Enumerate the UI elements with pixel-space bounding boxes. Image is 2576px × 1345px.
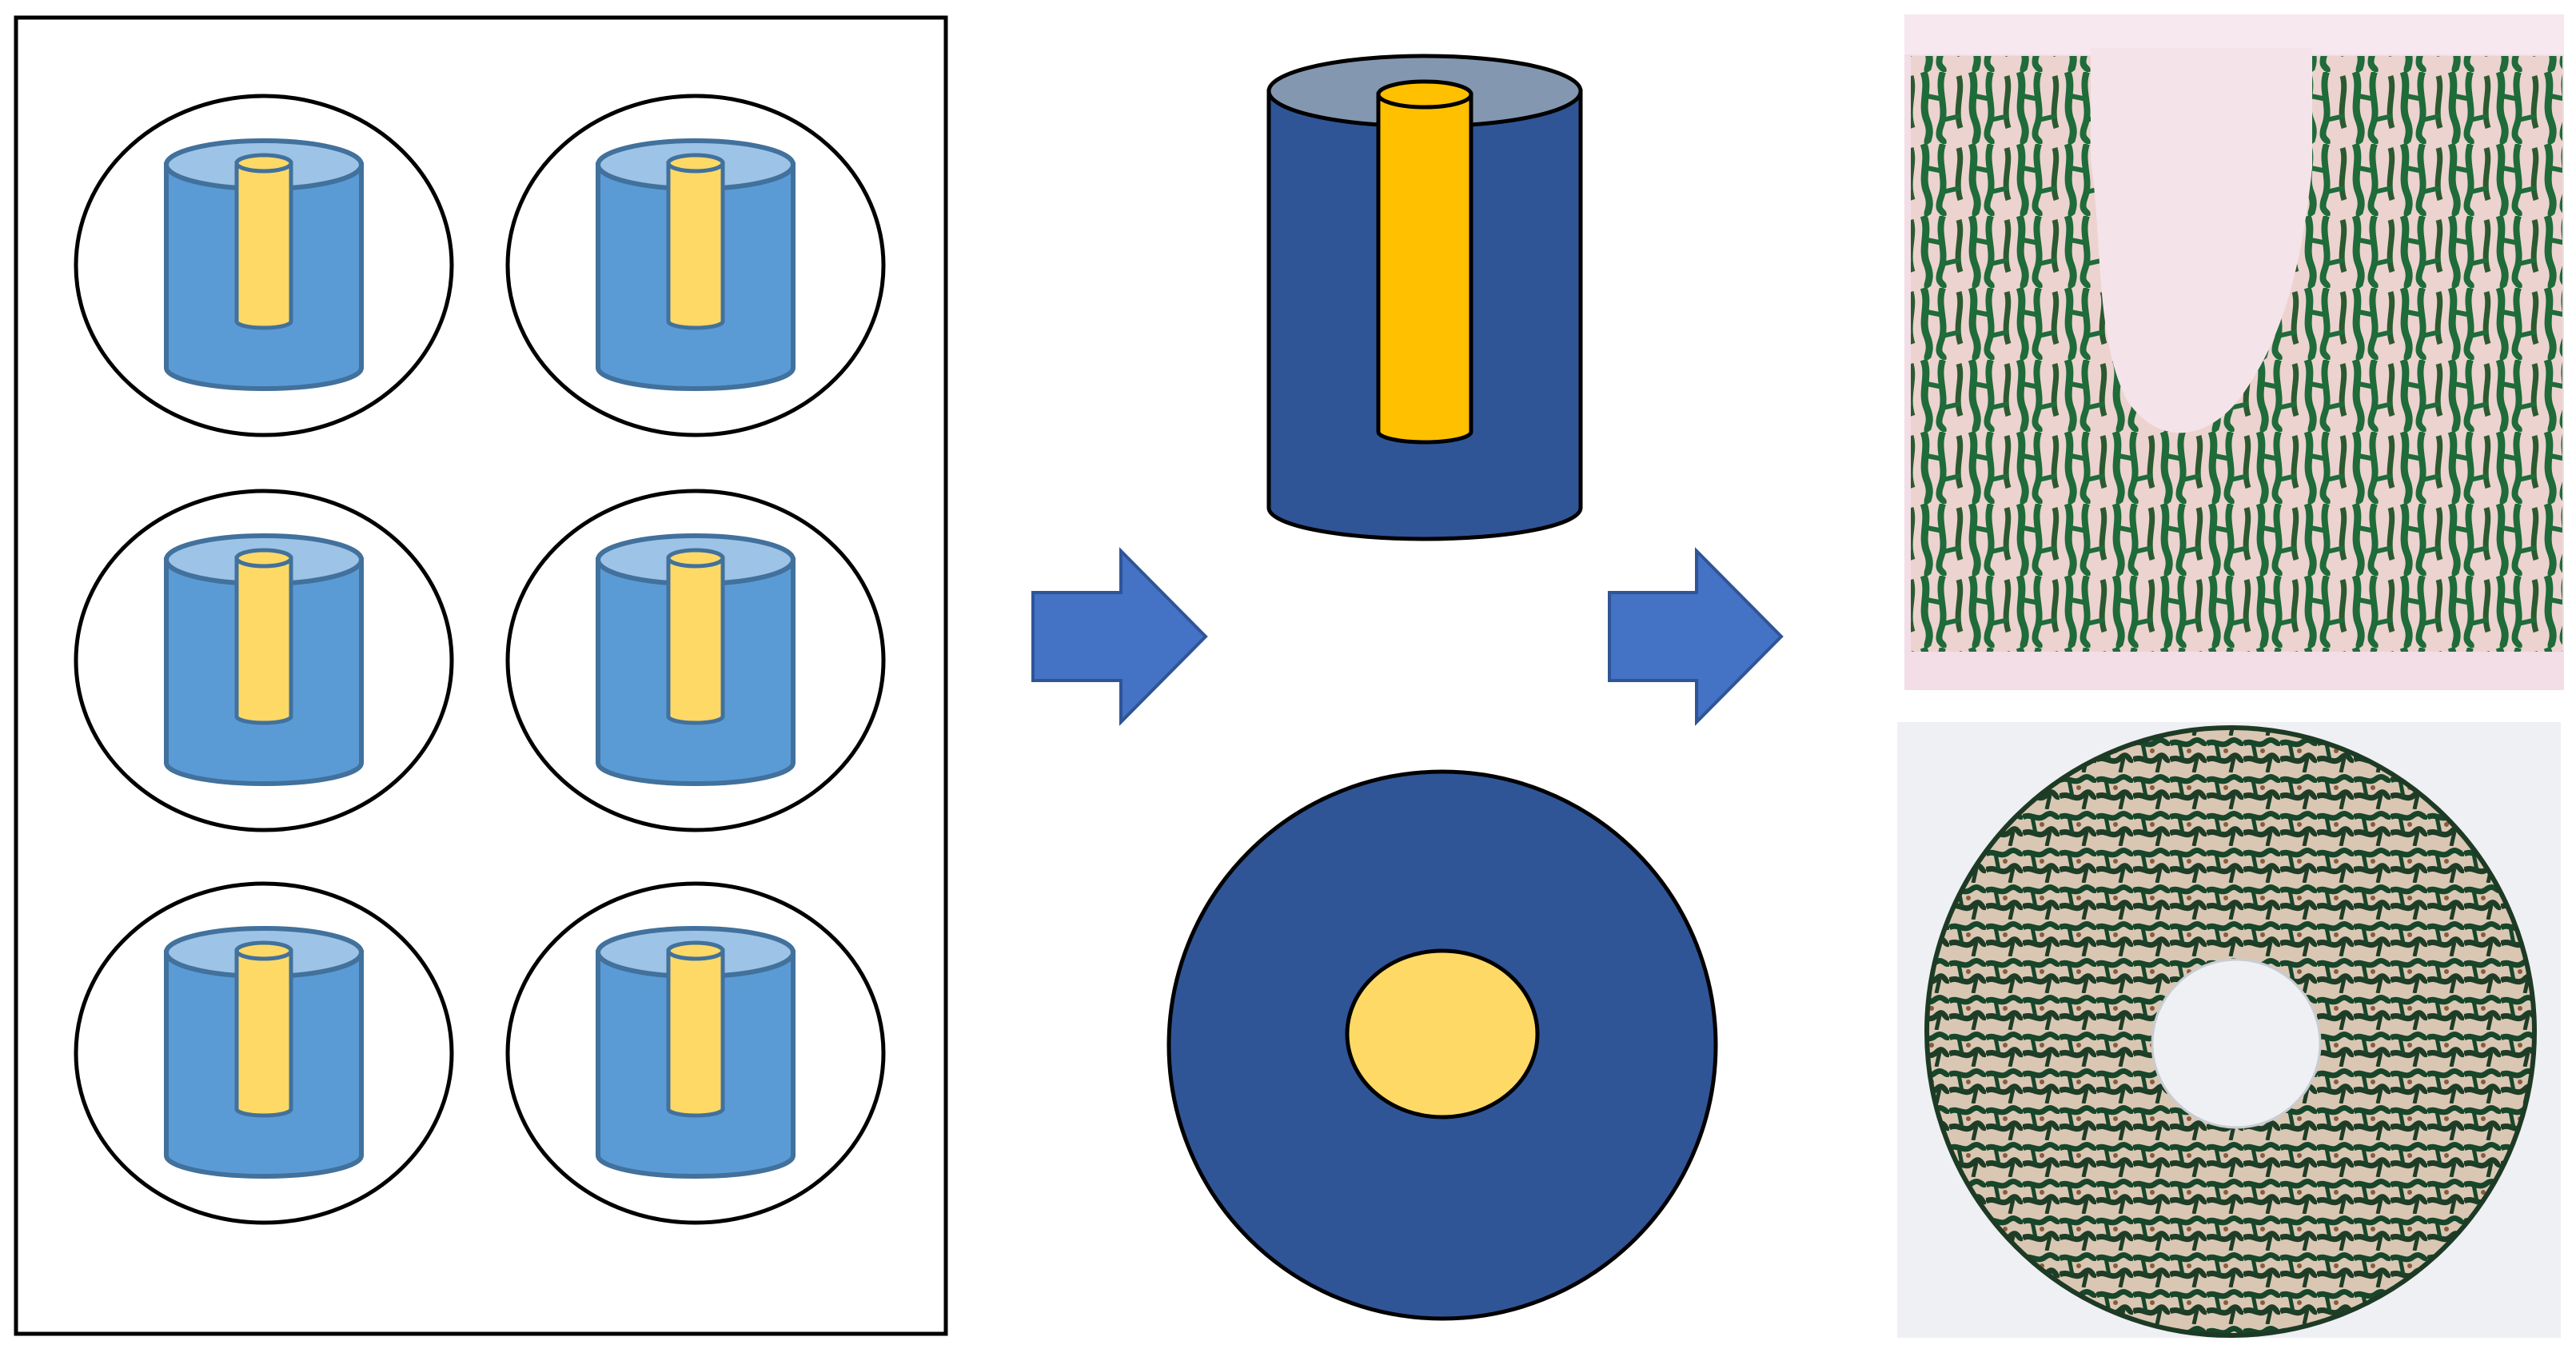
implant-defect-longitudinal: [2091, 48, 2312, 433]
implant-rod: [234, 948, 293, 1118]
sample-well-grid: [14, 15, 948, 1336]
implant-rod: [234, 556, 293, 725]
cylinder-with-implant-side-view: [1266, 54, 1583, 541]
implant-rod: [666, 556, 725, 725]
implant-rod-top: [234, 940, 293, 961]
process-arrow-1: [1031, 547, 1208, 726]
implant-rod-top: [234, 548, 293, 569]
histology-longitudinal-section: [1904, 14, 2564, 690]
implant-rod: [666, 161, 725, 330]
implant-rod-top: [666, 153, 725, 174]
process-arrow-2: [1608, 547, 1784, 726]
sample-well-1: [74, 94, 454, 437]
sample-well-4: [505, 489, 886, 832]
sample-well-3: [74, 489, 454, 832]
implant-rod-top: [666, 548, 725, 569]
histology-transverse-section: [1897, 722, 2561, 1338]
sample-well-5: [74, 881, 454, 1225]
implant-rod-top: [666, 940, 725, 961]
sample-well-6: [505, 881, 886, 1225]
implant-rod: [666, 948, 725, 1118]
cylinder-cross-section-top-view: [1166, 769, 1718, 1321]
implant-rod: [234, 161, 293, 330]
implant-rod-top: [1376, 79, 1473, 110]
cross-section-implant-core: [1345, 948, 1540, 1120]
implant-rod-top: [234, 153, 293, 174]
implant-defect-transverse: [2151, 958, 2322, 1129]
implant-rod: [1376, 92, 1473, 445]
sample-well-2: [505, 94, 886, 437]
